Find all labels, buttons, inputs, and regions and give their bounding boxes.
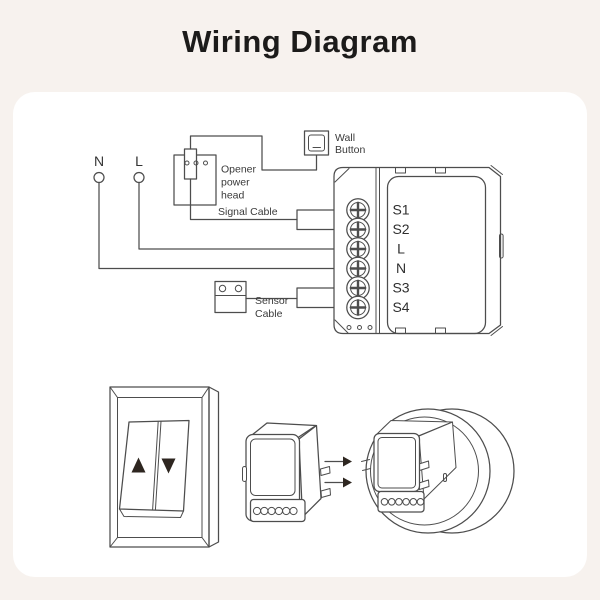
- install-direction-arrows: [324, 456, 352, 488]
- module-mount-tab: [320, 466, 331, 498]
- signal-cable-bracket: [296, 209, 348, 231]
- terminal-hole: [409, 498, 418, 506]
- module-vent-hole: [367, 325, 373, 330]
- terminal-label-n: N: [396, 260, 406, 276]
- module-vent-hole: [357, 325, 362, 330]
- module-side-clip: [499, 233, 504, 259]
- opener-label-line1: Opener: [221, 164, 257, 176]
- wall-button-label-line2: Button: [335, 144, 366, 156]
- live-wire: [138, 181, 348, 250]
- terminal-label-s4: S4: [392, 299, 409, 315]
- signal-cable-wire: [189, 178, 298, 221]
- signal-cable-label: Signal Cable: [218, 206, 278, 218]
- terminal-label-l: L: [397, 241, 405, 257]
- live-connector-icon: [133, 171, 145, 184]
- terminal-label-s1: S1: [392, 202, 409, 218]
- flush-mount-box-illustration: [361, 408, 515, 534]
- relay-module: S1 S2 L N S3 S4: [333, 165, 504, 336]
- module-side-face: [298, 424, 322, 518]
- page-title: Wiring Diagram: [182, 24, 418, 59]
- wall-button-label: Wall Button: [335, 132, 366, 156]
- wall-switch-illustration: [109, 386, 220, 548]
- switch-plate-bevels: [109, 386, 210, 548]
- relay-module-3d: [242, 422, 331, 523]
- terminal-hole: [395, 498, 403, 506]
- right-arrow-icon: [343, 456, 352, 467]
- terminal-label-s3: S3: [392, 280, 409, 296]
- sensor-cable-label-line2: Cable: [255, 308, 283, 320]
- switch-rocker: [118, 419, 190, 512]
- opener-power-head-box: [173, 148, 217, 206]
- installation-illustration: [109, 386, 515, 548]
- module-inner-panel: [386, 175, 487, 335]
- module-vent-hole: [346, 325, 352, 330]
- sensor-cable-label-line1: Sensor: [255, 295, 289, 307]
- neutral-wire: [98, 181, 348, 270]
- up-arrow-icon: [131, 457, 146, 473]
- box-inner-rim: [370, 416, 479, 526]
- opener-label-line3: head: [221, 190, 245, 202]
- box-screw-slot: [443, 473, 447, 482]
- wiring-schematic: N L Opener power head Wall Butto: [93, 130, 504, 336]
- terminal-label-s2: S2: [392, 221, 409, 237]
- module-in-box: [373, 420, 457, 513]
- terminal-hole: [402, 498, 410, 506]
- terminal-strip-divider: [375, 167, 380, 334]
- module-terminal-strip: [249, 498, 306, 523]
- module-front-face: [373, 432, 421, 493]
- terminal-hole: [416, 498, 425, 506]
- switch-rocker-gap: [152, 420, 162, 511]
- module-corner-bevels: [490, 165, 503, 336]
- down-arrow-icon: [161, 458, 176, 474]
- wall-button-icon: [303, 130, 330, 156]
- neutral-connector-icon: [93, 171, 105, 184]
- sensor-cable-bracket: [296, 287, 348, 309]
- switch-rocker-edge: [119, 508, 184, 518]
- live-terminal-label: L: [135, 153, 143, 169]
- box-rim-slot: [361, 459, 371, 471]
- switch-plate-inner: [117, 397, 203, 538]
- terminal-screw-icon: [345, 295, 371, 320]
- opener-label-line2: power: [221, 177, 250, 189]
- sensor-cable-label: Sensor Cable: [255, 295, 289, 320]
- terminal-hole: [380, 498, 389, 506]
- module-front-panel: [250, 438, 296, 496]
- switch-plate-side: [208, 386, 220, 548]
- terminal-strip-bevels: [334, 168, 350, 334]
- opener-label: Opener power head: [221, 164, 257, 202]
- module-side-clip: [242, 466, 247, 482]
- wall-button-wire: [189, 135, 318, 171]
- module-front-panel: [377, 437, 416, 489]
- terminal-hole: [289, 506, 298, 516]
- terminal-hole: [387, 498, 396, 506]
- right-arrow-icon: [343, 477, 352, 488]
- neutral-terminal-label: N: [94, 153, 104, 169]
- sensor-box: [214, 280, 247, 314]
- wall-button-label-line1: Wall: [335, 132, 355, 144]
